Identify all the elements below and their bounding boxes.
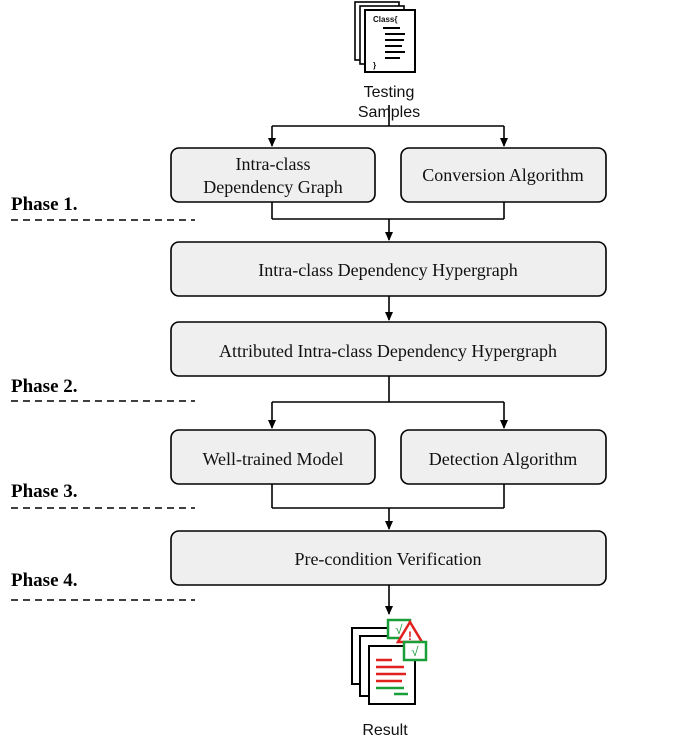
check-mark-top: √	[395, 622, 403, 637]
attributed-hypergraph-label: Attributed Intra-class Dependency Hyperg…	[219, 341, 557, 361]
phase-2-label: Phase 2.	[11, 376, 78, 397]
dependency-graph-line1: Intra-class	[236, 154, 311, 174]
well-trained-model-label: Well-trained Model	[202, 449, 343, 469]
warning-mark: !	[408, 629, 412, 643]
merge-connector-2	[271, 484, 505, 530]
code-close-brace: }	[373, 61, 376, 70]
split-connector-top	[268, 105, 508, 147]
result-caption: Result	[362, 722, 408, 739]
precondition-verification-box: Pre-condition Verification	[170, 530, 607, 586]
attributed-hypergraph-box: Attributed Intra-class Dependency Hyperg…	[170, 321, 607, 377]
detection-algorithm-box: Detection Algorithm	[400, 429, 607, 485]
merge-connector-1	[271, 202, 505, 241]
conversion-algorithm-label: Conversion Algorithm	[422, 165, 584, 185]
check-badge-icon-secondary: √	[402, 640, 428, 662]
hypergraph-box: Intra-class Dependency Hypergraph	[170, 241, 607, 297]
precondition-verification-label: Pre-condition Verification	[294, 549, 481, 569]
hypergraph-label: Intra-class Dependency Hypergraph	[258, 260, 518, 280]
code-class-label: Class{	[373, 15, 397, 24]
testing-samples-document-icon: Class{ }	[354, 1, 416, 73]
phase-1-label: Phase 1.	[11, 194, 78, 215]
split-connector-middle	[268, 376, 508, 429]
check-mark-bottom: √	[411, 644, 419, 659]
well-trained-model-box: Well-trained Model	[170, 429, 376, 485]
detection-algorithm-label: Detection Algorithm	[429, 449, 577, 469]
phase-3-label: Phase 3.	[11, 481, 78, 502]
conversion-algorithm-box: Conversion Algorithm	[400, 147, 607, 203]
testing-caption-line1: Testing	[364, 84, 415, 101]
dependency-graph-box: Intra-class Dependency Graph	[170, 147, 376, 203]
phase-4-label: Phase 4.	[11, 570, 78, 591]
dependency-graph-line2: Dependency Graph	[203, 177, 342, 197]
